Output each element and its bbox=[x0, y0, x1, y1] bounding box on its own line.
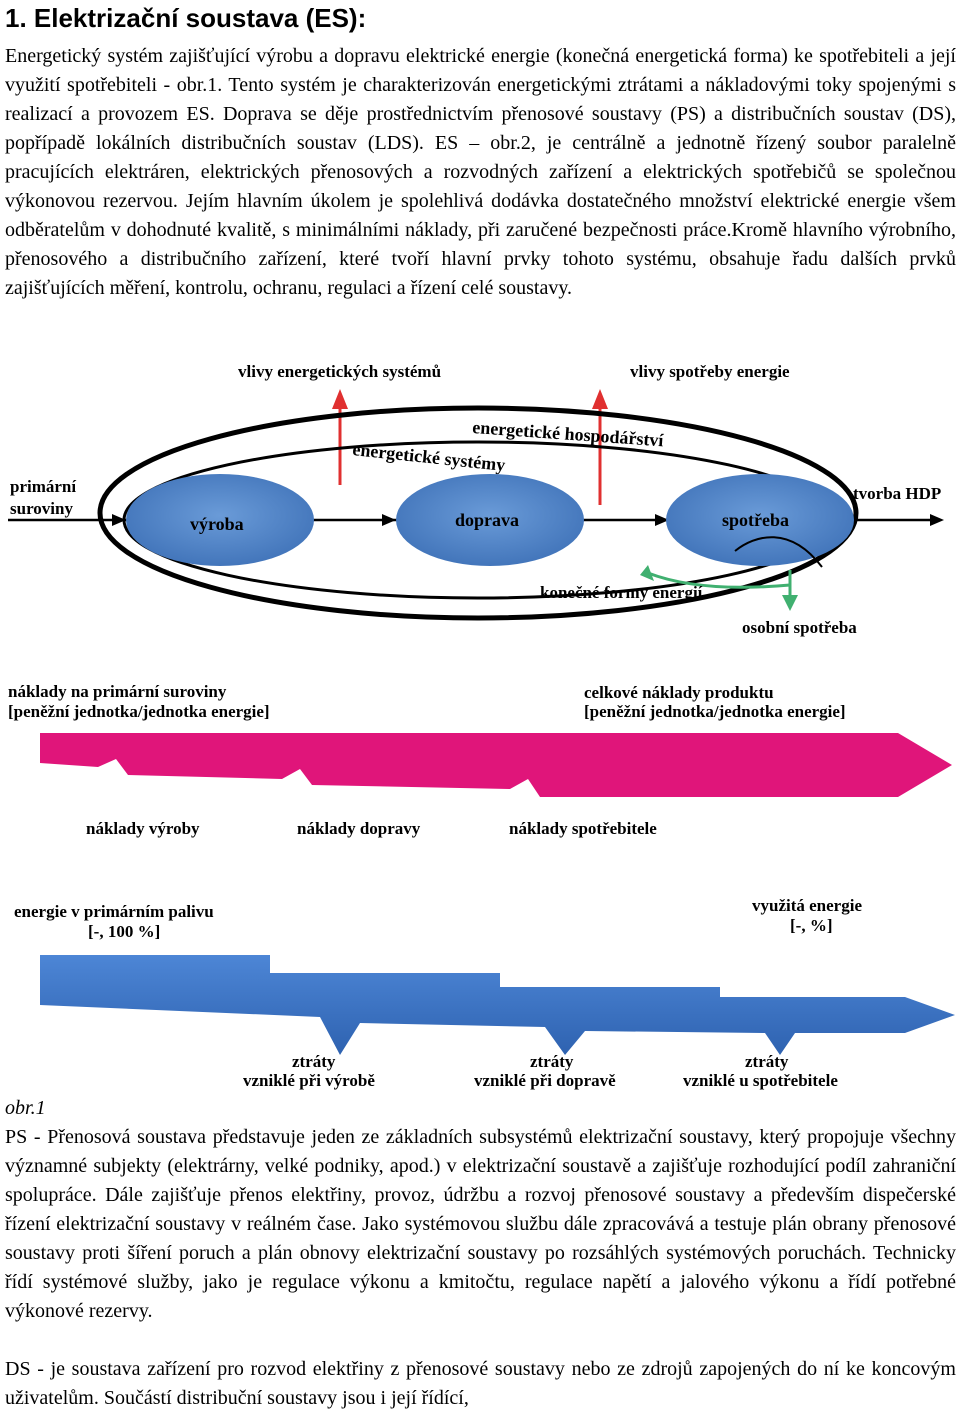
up-arrow-left bbox=[332, 389, 348, 485]
node-transport bbox=[396, 474, 584, 566]
node-label-production: výroba bbox=[190, 514, 244, 534]
label-loss-1: ztráty bbox=[292, 1052, 336, 1071]
label-used-energy-unit: [-, %] bbox=[790, 916, 832, 935]
label-primary-energy: energie v primárním palivu bbox=[14, 902, 214, 921]
label-cost-consumer: náklady spotřebitele bbox=[509, 819, 657, 838]
label-gdp: tvorba HDP bbox=[853, 484, 941, 503]
energy-arrow bbox=[40, 955, 955, 1055]
node-production bbox=[126, 474, 314, 566]
label-loss-3: ztráty bbox=[745, 1052, 789, 1071]
label-cost-total-unit: [peněžní jednotka/jednotka energie] bbox=[584, 702, 846, 721]
label-cost-transport: náklady dopravy bbox=[297, 819, 421, 838]
label-loss-2-desc: vzniklé při dopravě bbox=[474, 1071, 616, 1090]
label-consumption-influence: vlivy spotřeby energie bbox=[630, 362, 790, 381]
node-consumption bbox=[666, 474, 854, 566]
ds-paragraph: DS - je soustava zařízení pro rozvod ele… bbox=[5, 1358, 956, 1409]
label-cost-production: náklady výroby bbox=[86, 819, 200, 838]
ps-paragraph: PS - Přenosová soustava představuje jede… bbox=[5, 1126, 956, 1322]
intro-paragraph: Energetický systém zajišťující výrobu a … bbox=[5, 45, 956, 299]
outer-ellipse bbox=[97, 405, 859, 621]
label-cost-total: celkové náklady produktu bbox=[584, 683, 774, 702]
up-arrow-right bbox=[592, 389, 608, 505]
figure-caption: obr.1 bbox=[5, 1097, 46, 1119]
label-primary-energy-unit: [-, 100 %] bbox=[88, 922, 160, 941]
label-personal-consumption: osobní spotřeba bbox=[742, 618, 857, 637]
label-system-influence: vlivy energetických systémů bbox=[238, 362, 441, 381]
label-cost-primary-unit: [peněžní jednotka/jednotka energie] bbox=[8, 702, 270, 721]
label-energy-systems: energetické systémy bbox=[352, 439, 507, 475]
label-loss-2: ztráty bbox=[530, 1052, 574, 1071]
energy-system-figure: vlivy energetických systémů vlivy spotře… bbox=[8, 362, 955, 1090]
label-raw-materials: suroviny bbox=[10, 499, 73, 518]
label-used-energy: využitá energie bbox=[752, 896, 862, 915]
node-label-transport: doprava bbox=[455, 510, 519, 530]
label-final-forms: konečné formy energií bbox=[540, 583, 703, 602]
label-primary-raw: primární bbox=[10, 477, 76, 496]
cost-arrow bbox=[40, 733, 952, 797]
section-heading: 1. Elektrizační soustava (ES): bbox=[5, 3, 367, 33]
node-label-consumption: spotřeba bbox=[722, 510, 789, 530]
label-loss-3-desc: vzniklé u spotřebitele bbox=[683, 1071, 838, 1090]
label-cost-primary: náklady na primární suroviny bbox=[8, 682, 227, 701]
down-arrow-consumption bbox=[640, 565, 798, 611]
label-loss-1-desc: vzniklé při výrobě bbox=[243, 1071, 375, 1090]
